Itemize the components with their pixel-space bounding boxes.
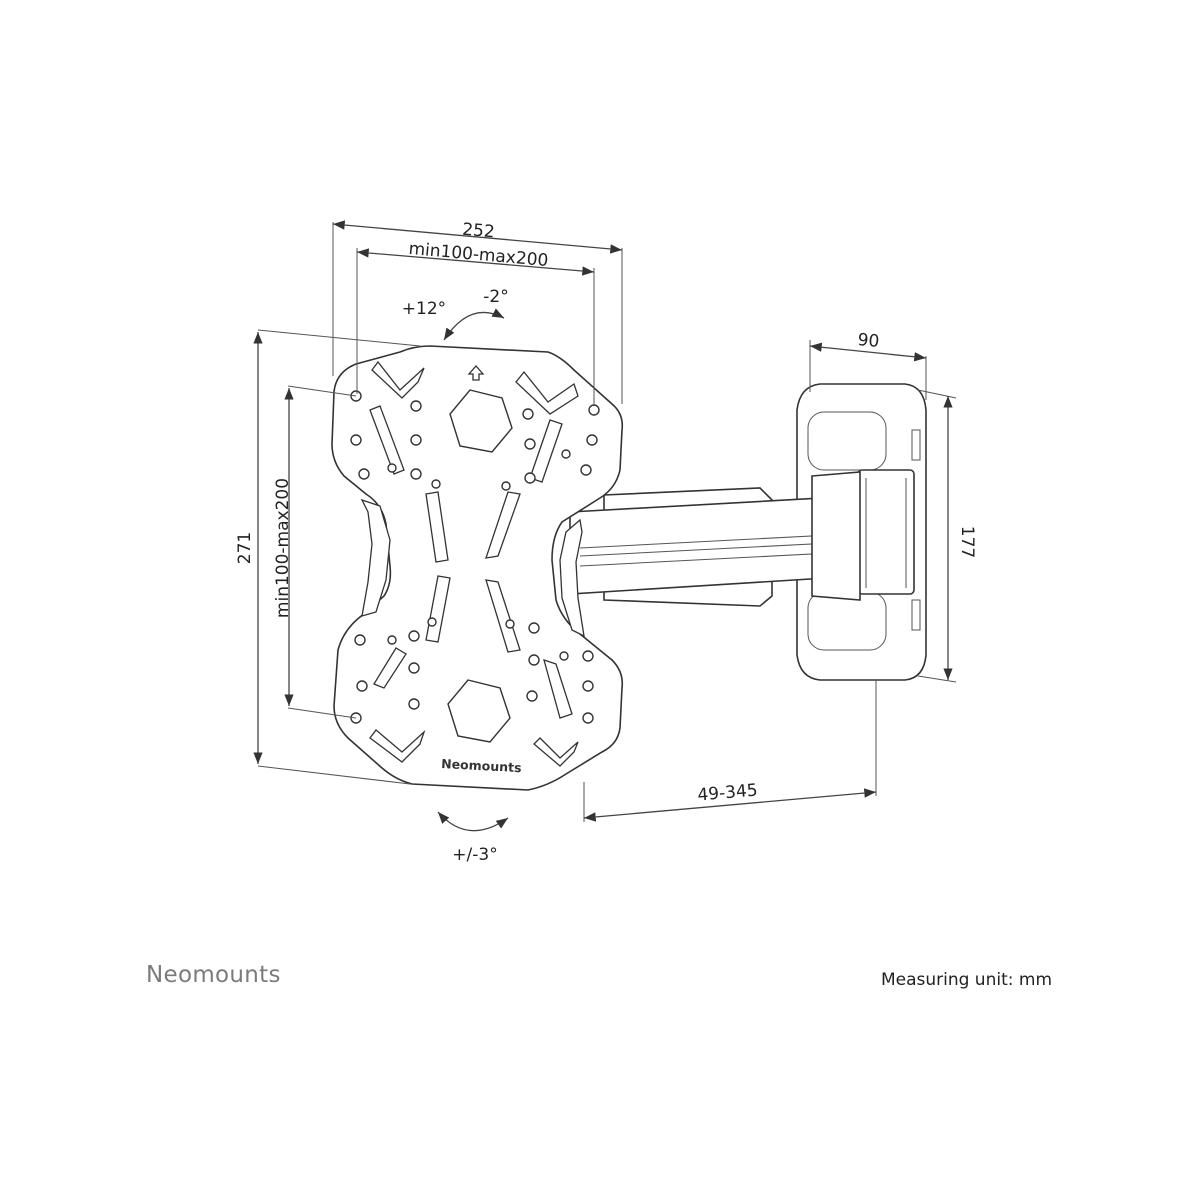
tilt-indicator: +12° -2°: [402, 287, 509, 341]
measuring-unit-note: Measuring unit: mm: [880, 970, 1052, 990]
dim-plate-height: 271: [235, 329, 421, 785]
dim-vesa-vertical: min100-max200: [273, 385, 357, 719]
vesa-plate: Neomounts: [331, 345, 624, 791]
plate-width-label: 252: [461, 220, 495, 243]
vesa-vertical-label: min100-max200: [273, 478, 293, 618]
wall-plate-height-label: 177: [957, 526, 977, 558]
plate-height-label: 271: [235, 532, 255, 564]
dim-wall-plate-width: 90: [809, 330, 927, 400]
dim-wall-plate-height: 177: [917, 389, 977, 683]
wall-plate-width-label: 90: [857, 330, 880, 352]
rotation-label: +/-3°: [452, 845, 497, 865]
wall-plate: [796, 383, 927, 681]
swing-arm: [569, 471, 861, 607]
dim-arm-extension: 49-345: [583, 680, 877, 822]
footer-brand-logo: Neomounts: [146, 962, 281, 988]
plate-brand-label: Neomounts: [441, 756, 522, 775]
tilt-down-label: -2°: [483, 287, 508, 307]
up-arrow-icon: [467, 365, 485, 381]
tilt-up-label: +12°: [402, 299, 446, 319]
dim-plate-width: 252: [332, 220, 623, 404]
rotation-indicator: +/-3°: [437, 811, 509, 865]
arm-extension-label: 49-345: [697, 780, 759, 805]
vesa-horizontal-label: min100-max200: [408, 239, 549, 271]
